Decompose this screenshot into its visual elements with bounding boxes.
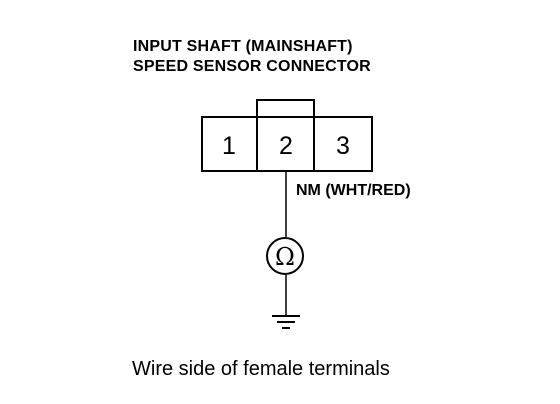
- wire-label: NM (WHT/RED): [296, 182, 411, 199]
- ground-icon: [272, 315, 300, 329]
- pin-3-label: 3: [336, 132, 350, 160]
- pin-1-label: 1: [222, 132, 236, 160]
- connector-body: [201, 116, 373, 172]
- diagram-caption: Wire side of female terminals: [132, 358, 390, 380]
- title-line-2: SPEED SENSOR CONNECTOR: [133, 58, 371, 75]
- connector-latch: [256, 99, 315, 117]
- diagram-title: INPUT SHAFT (MAINSHAFT) SPEED SENSOR CON…: [133, 37, 371, 77]
- ohm-icon: Ω: [275, 243, 295, 271]
- ohmmeter-symbol: [266, 237, 304, 275]
- pin-2-label: 2: [279, 132, 293, 160]
- title-line-1: INPUT SHAFT (MAINSHAFT): [133, 38, 353, 55]
